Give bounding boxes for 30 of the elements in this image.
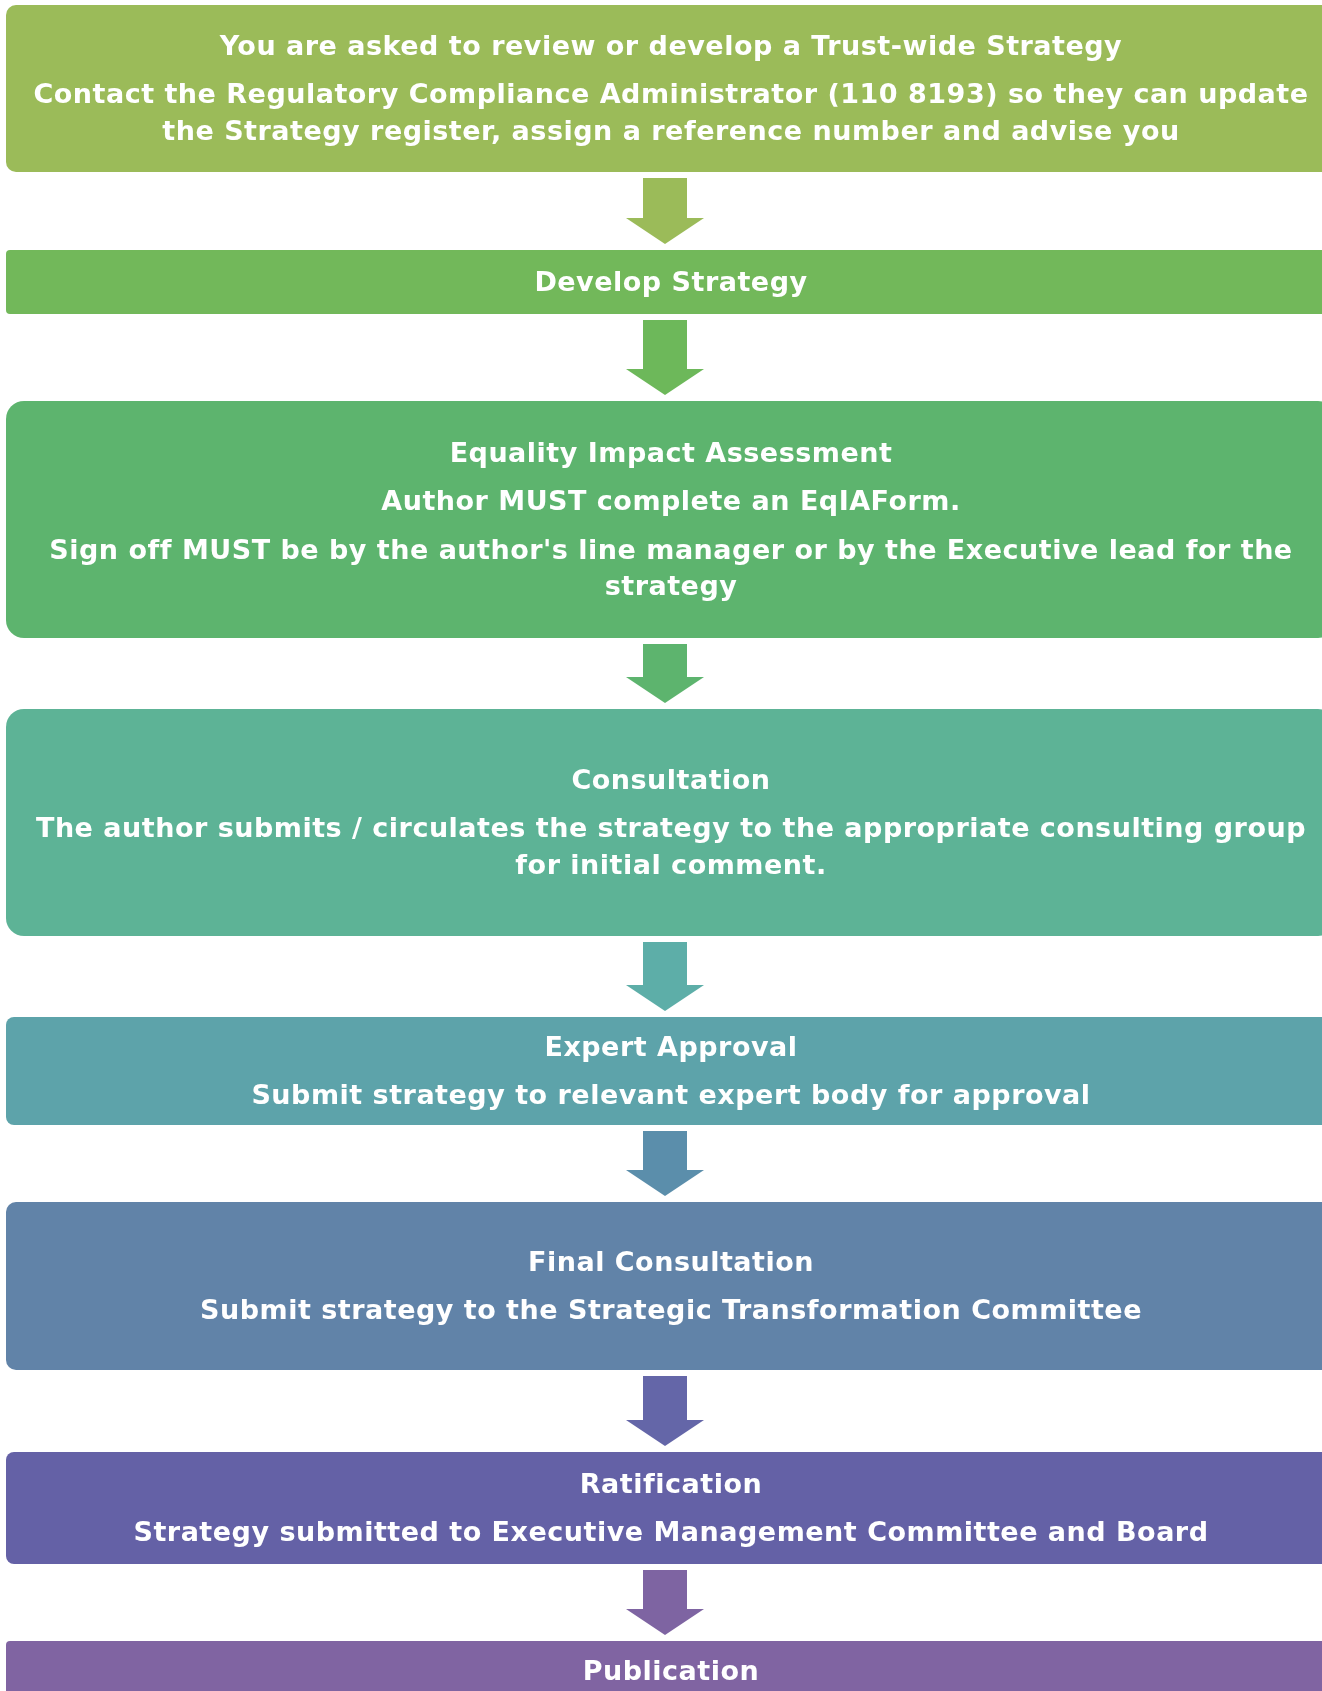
step-description: Submit strategy to the Strategic Transformation Committee <box>200 1293 1142 1327</box>
down-arrow <box>626 1376 704 1446</box>
down-arrow <box>626 644 704 703</box>
process-box <box>6 1452 1322 1564</box>
step-description: Strategy submitted to Executive Management Committee and Board <box>133 1515 1209 1549</box>
step-heading: Ratification <box>579 1466 763 1501</box>
process-box <box>6 5 1322 172</box>
down-arrow <box>626 942 704 1011</box>
step-heading: Consultation <box>571 762 771 797</box>
step-heading: Expert Approval <box>544 1029 798 1064</box>
down-arrow <box>626 178 704 244</box>
process-box <box>6 1017 1322 1125</box>
process-box <box>6 401 1322 638</box>
step-heading: Develop Strategy <box>534 264 808 299</box>
step-heading: Equality Impact Assessment <box>449 435 893 470</box>
down-arrow <box>626 320 704 395</box>
step-description: Author MUST complete an EqIAForm. <box>381 484 961 519</box>
step-heading: Publication <box>582 1653 760 1688</box>
step-heading: You are asked to review or develop a Trust-wide Strategy <box>219 28 1123 63</box>
step-description: Submit strategy to relevant expert body for approval <box>251 1078 1091 1112</box>
down-arrow <box>626 1570 704 1635</box>
process-box <box>6 1202 1322 1370</box>
process-box <box>6 1641 1322 1691</box>
step-description: The author submits / circulates the strategy to the appropriate consulting group for initial comment. <box>34 811 1307 882</box>
down-arrow <box>626 1131 704 1196</box>
step-heading: Final Consultation <box>528 1244 814 1279</box>
process-box <box>6 709 1322 936</box>
process-box <box>6 250 1322 314</box>
step-description: Contact the Regulatory Compliance Administrator (110 8193) so they can update the Strategy register, assign a reference number and advise you <box>32 77 1310 148</box>
step-description: Sign off MUST be by the author's line manager or by the Executive lead for the strategy <box>48 532 1294 603</box>
